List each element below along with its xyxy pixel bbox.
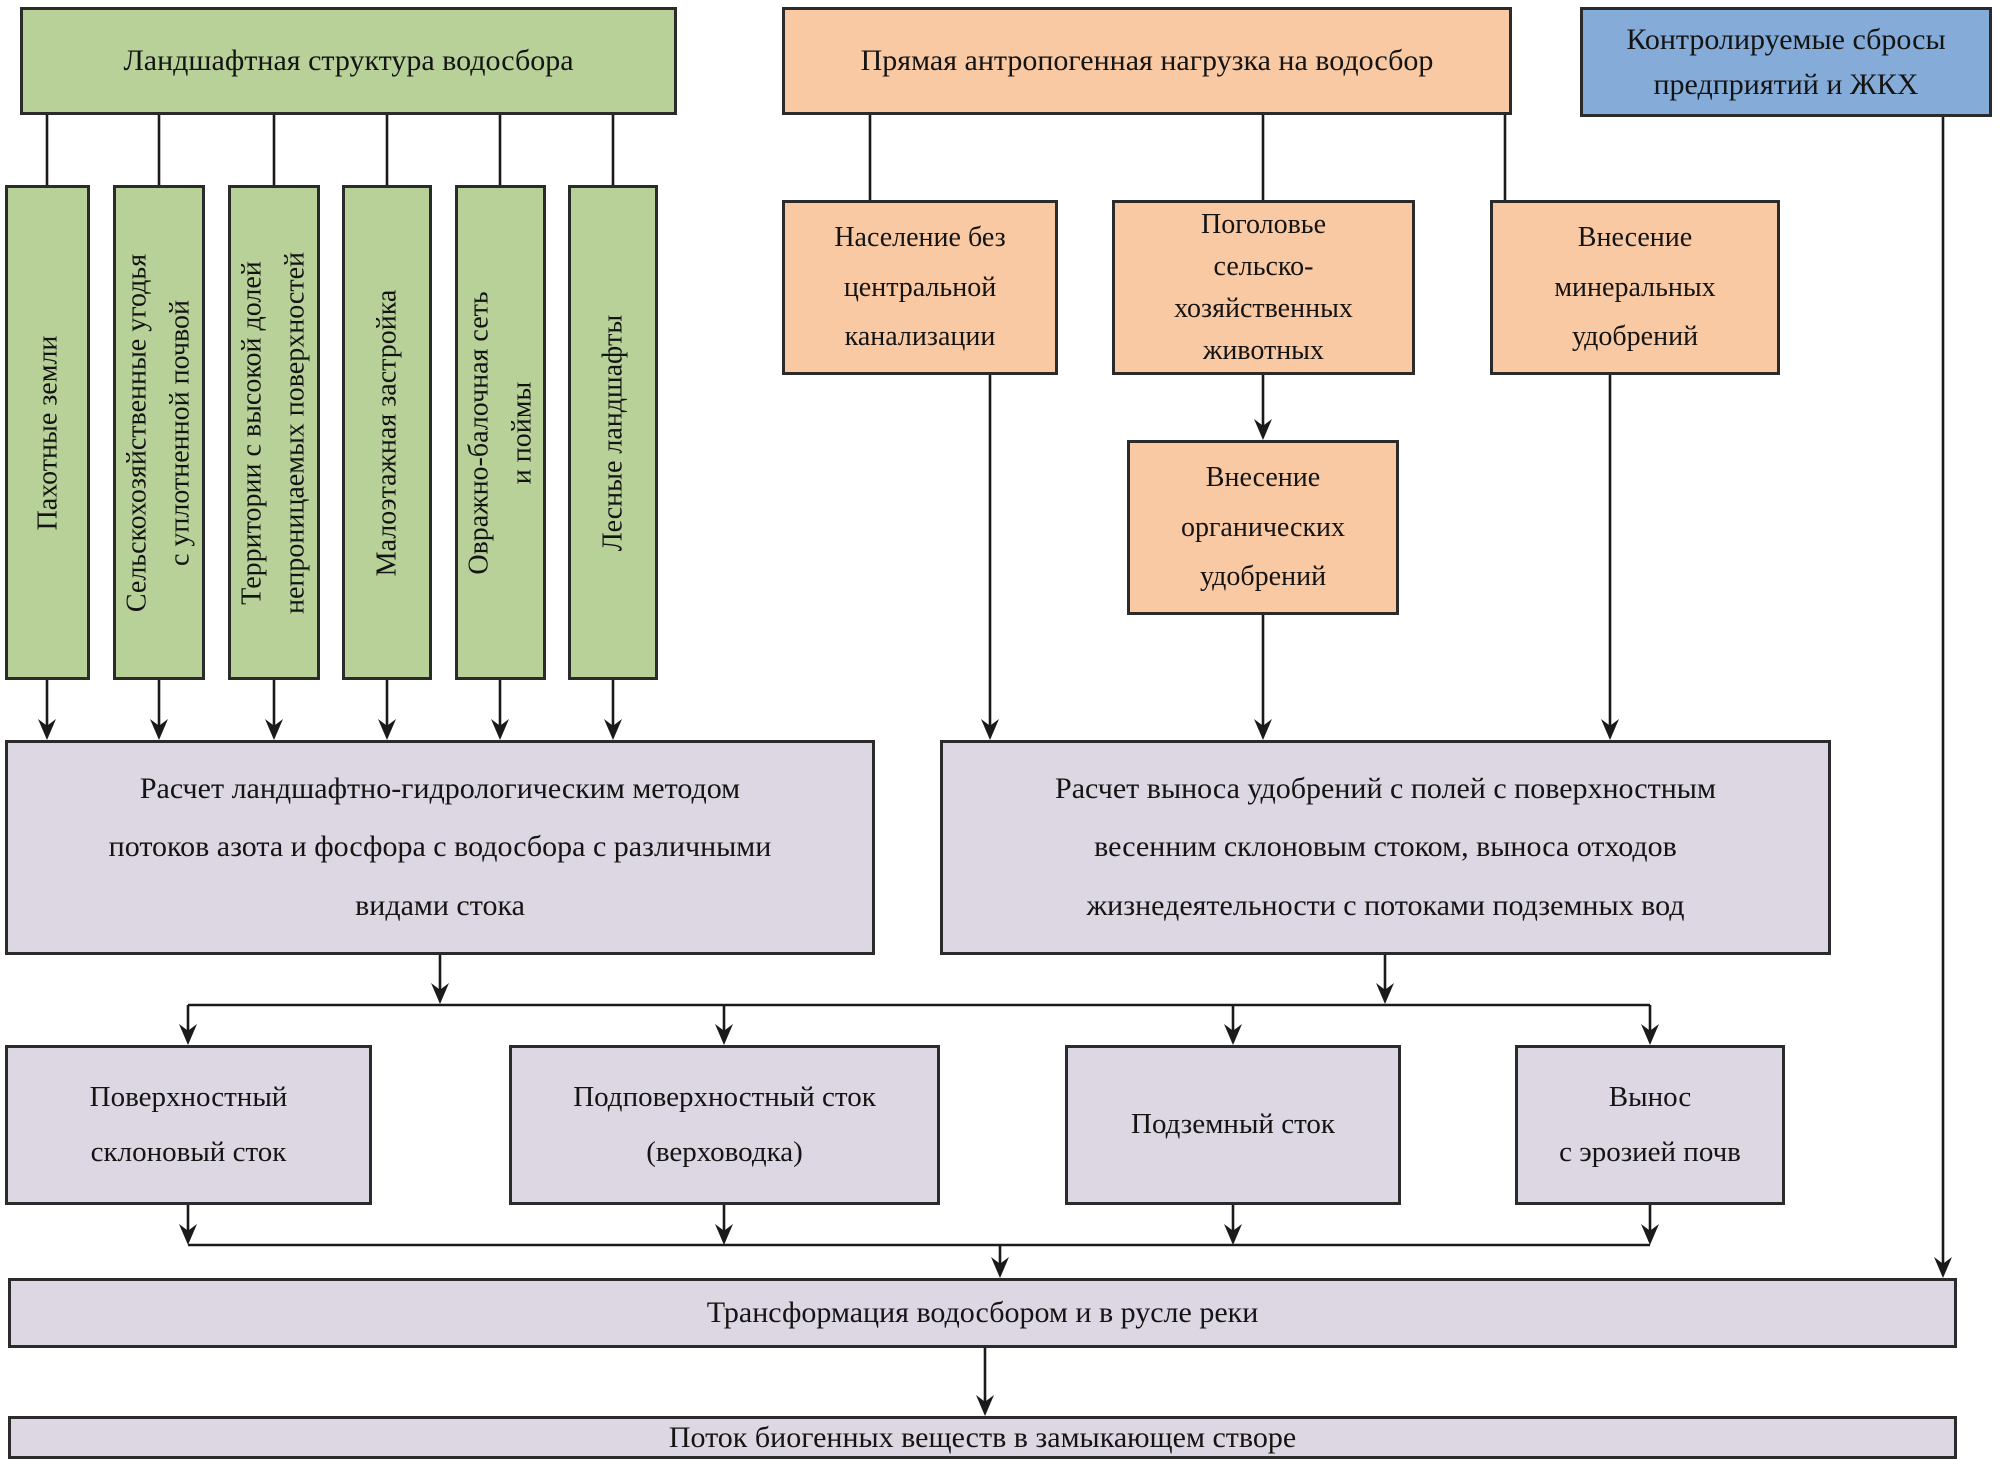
source-mineral-fertilizers: Внесение минеральных удобрений — [1490, 200, 1780, 375]
source-organic-fertilizers: Внесение органических удобрений — [1127, 440, 1399, 615]
landscape-type-label: Овражно-балочная сеть и поймы — [463, 290, 538, 575]
landscape-type-label: Малоэтажная застройка — [371, 289, 403, 576]
landscape-type-gully-network-floodplains: Овражно-балочная сеть и поймы — [455, 185, 546, 680]
box-outlet-flux: Поток биогенных веществ в замыкающем ств… — [8, 1416, 1957, 1459]
header-controlled-discharges: Контролируемые сбросы предприятий и ЖКХ — [1580, 7, 1992, 117]
source-livestock: Поголовье сельско- хозяйственных животны… — [1112, 200, 1415, 375]
landscape-type-low-rise-buildings: Малоэтажная застройка — [342, 185, 432, 680]
landscape-type-agricultural-lands: Сельскохозяйственные угодья с уплотненно… — [113, 185, 205, 680]
box-transformation: Трансформация водосбором и в русле реки — [8, 1278, 1957, 1348]
flow-surface-slope-runoff: Поверхностный склоновый сток — [5, 1045, 372, 1205]
header-anthropogenic-load: Прямая антропогенная нагрузка на водосбо… — [782, 7, 1512, 115]
landscape-type-arable-lands: Пахотные земли — [5, 185, 90, 680]
flow-soil-erosion-removal: Вынос с эрозией почв — [1515, 1045, 1785, 1205]
flow-subsurface-runoff: Подповерхностный сток (верховодка) — [509, 1045, 940, 1205]
flow-groundwater-runoff: Подземный сток — [1065, 1045, 1401, 1205]
landscape-type-forest-landscapes: Лесные ландшафты — [568, 185, 658, 680]
calc-fertilizer-removal: Расчет выноса удобрений с полей с поверх… — [940, 740, 1831, 955]
calc-landscape-hydrological-method: Расчет ландшафтно-гидрологическим методо… — [5, 740, 875, 955]
landscape-type-label: Сельскохозяйственные угодья с уплотненно… — [121, 253, 196, 612]
landscape-type-label: Лесные ландшафты — [597, 314, 629, 551]
landscape-type-label: Территории с высокой долей непроницаемых… — [236, 251, 311, 614]
landscape-type-impervious-territories: Территории с высокой долей непроницаемых… — [228, 185, 320, 680]
landscape-type-label: Пахотные земли — [31, 335, 63, 530]
header-landscape-structure: Ландшафтная структура водосбора — [20, 7, 677, 115]
source-population-no-sewerage: Население без центральной канализации — [782, 200, 1058, 375]
